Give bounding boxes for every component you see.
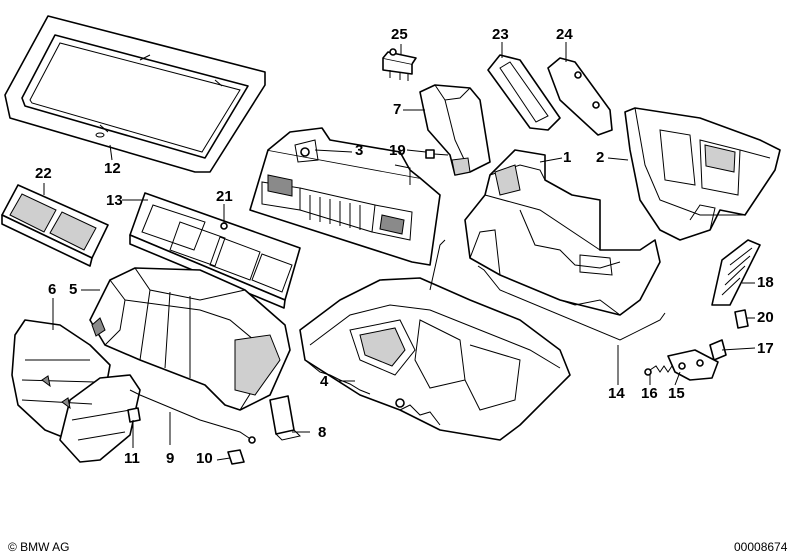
label-part-19: 19 <box>389 142 406 159</box>
label-part-22: 22 <box>35 165 52 182</box>
part-16-spring <box>644 365 673 376</box>
copyright-text: © BMW AG <box>8 540 70 554</box>
label-part-10: 10 <box>196 450 213 467</box>
label-part-14: 14 <box>608 385 625 402</box>
part-25-switch <box>382 48 417 81</box>
part-19-screw <box>425 149 449 159</box>
part-14-rod <box>477 265 666 341</box>
part-4-lower-housing <box>299 239 571 441</box>
label-part-15: 15 <box>668 385 685 402</box>
part-3-flap-housing <box>249 127 441 266</box>
part-23-seal <box>487 54 561 131</box>
label-part-11: 11 <box>124 450 140 467</box>
label-part-18: 18 <box>757 274 774 291</box>
label-part-6: 6 <box>48 281 57 298</box>
label-part-9: 9 <box>166 450 175 467</box>
part-18-flap <box>711 239 761 306</box>
label-part-13: 13 <box>106 192 123 209</box>
part-13-grille-frame <box>129 192 301 309</box>
label-part-20: 20 <box>757 309 774 326</box>
label-part-24: 24 <box>556 26 573 43</box>
label-part-1: 1 <box>563 149 572 166</box>
part-12-gasket-frame <box>4 15 266 173</box>
part-2-upper-housing <box>624 107 781 241</box>
part-15-lever <box>667 349 719 381</box>
label-part-4: 4 <box>320 373 329 390</box>
part-11-clip <box>127 407 141 423</box>
leader-lines <box>43 42 756 461</box>
label-part-8: 8 <box>318 424 327 441</box>
drawing-number: 00008674 <box>734 540 788 554</box>
part-5-blower-housing <box>89 267 291 411</box>
part-24-plate <box>547 57 613 136</box>
part-9-cable <box>129 389 256 444</box>
part-20-clip <box>734 309 749 329</box>
label-part-2: 2 <box>596 149 605 166</box>
label-part-7: 7 <box>393 101 402 118</box>
label-part-3: 3 <box>355 142 364 159</box>
part-22-duct-frame <box>1 184 109 267</box>
part-7-air-duct <box>419 84 491 176</box>
part-17-bracket <box>709 339 727 361</box>
part-8-bracket <box>269 395 301 441</box>
label-part-17: 17 <box>757 340 774 357</box>
part-1-housing <box>464 149 661 316</box>
label-part-16: 16 <box>641 385 658 402</box>
label-part-21: 21 <box>216 188 233 205</box>
part-10-clip <box>227 449 245 465</box>
label-part-5: 5 <box>69 281 78 298</box>
label-part-12: 12 <box>104 160 121 177</box>
part-6-filter <box>11 319 141 463</box>
label-part-25: 25 <box>391 26 408 43</box>
label-part-23: 23 <box>492 26 509 43</box>
